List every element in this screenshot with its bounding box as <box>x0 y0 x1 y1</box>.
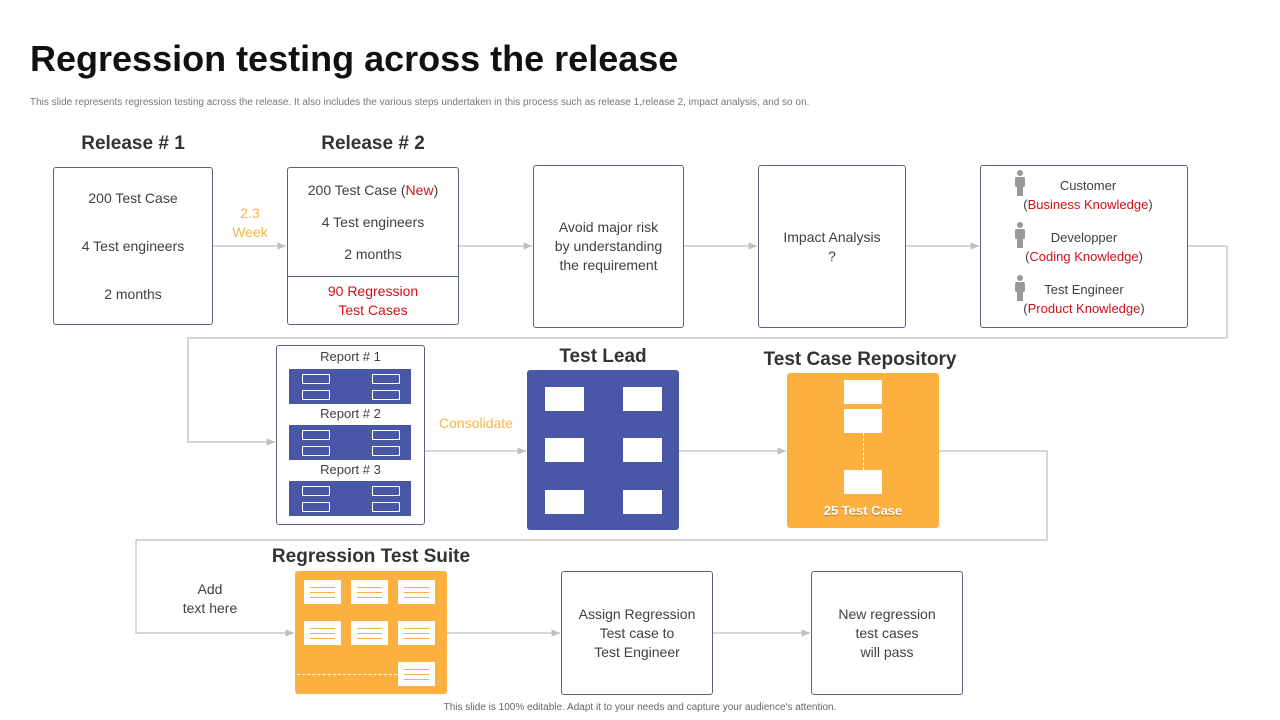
report-graphic <box>289 481 411 516</box>
suite-graphic <box>295 571 447 694</box>
gap-unit: Week <box>232 224 268 240</box>
consolidate-label: Consolidate <box>439 415 513 431</box>
impact-box: Impact Analysis? <box>758 165 906 328</box>
report-label: Report # 3 <box>320 462 381 477</box>
release1-line: 200 Test Case <box>88 189 178 206</box>
test-lead-heading: Test Lead <box>559 346 647 367</box>
release1-box: 200 Test Case 4 Test engineers 2 months <box>53 167 213 325</box>
repository-heading: Test Case Repository <box>763 349 957 370</box>
role-customer: Customer(Business Knowledge) <box>1023 178 1153 212</box>
roles-box: Customer(Business Knowledge) Developper(… <box>980 165 1188 328</box>
repository-graphic: 25 Test Case <box>787 373 939 528</box>
role-developer: Developper(Coding Knowledge) <box>1025 230 1143 264</box>
report-label: Report # 2 <box>320 406 381 421</box>
release2-line: 4 Test engineers <box>321 213 425 230</box>
report-graphic <box>289 369 411 404</box>
report-graphic <box>289 425 411 460</box>
release1-line: 4 Test engineers <box>81 237 185 254</box>
release2-line: 2 months <box>344 245 402 262</box>
report-label: Report # 1 <box>320 349 381 364</box>
person-icon <box>1015 275 1025 301</box>
page-subtitle: This slide represents regression testing… <box>30 97 810 108</box>
role-test-engineer: Test Engineer(Product Knowledge) <box>1023 282 1145 316</box>
release1-line: 2 months <box>104 285 162 302</box>
release2-box: 200 Test Case (New) 4 Test engineers 2 m… <box>287 167 459 325</box>
release2-line: 200 Test Case (New) <box>307 181 439 198</box>
release1-heading: Release # 1 <box>81 133 185 154</box>
page-title: Regression testing across the release <box>30 38 679 79</box>
test-lead-graphic <box>527 370 679 530</box>
gap-value: 2.3 <box>240 205 260 221</box>
suite-heading: Regression Test Suite <box>271 546 471 567</box>
person-icon <box>1015 170 1025 196</box>
person-icon <box>1015 222 1025 248</box>
footer-note: This slide is 100% editable. Adapt it to… <box>443 702 837 713</box>
release2-heading: Release # 2 <box>321 133 425 154</box>
repository-count: 25 Test Case <box>823 503 903 518</box>
